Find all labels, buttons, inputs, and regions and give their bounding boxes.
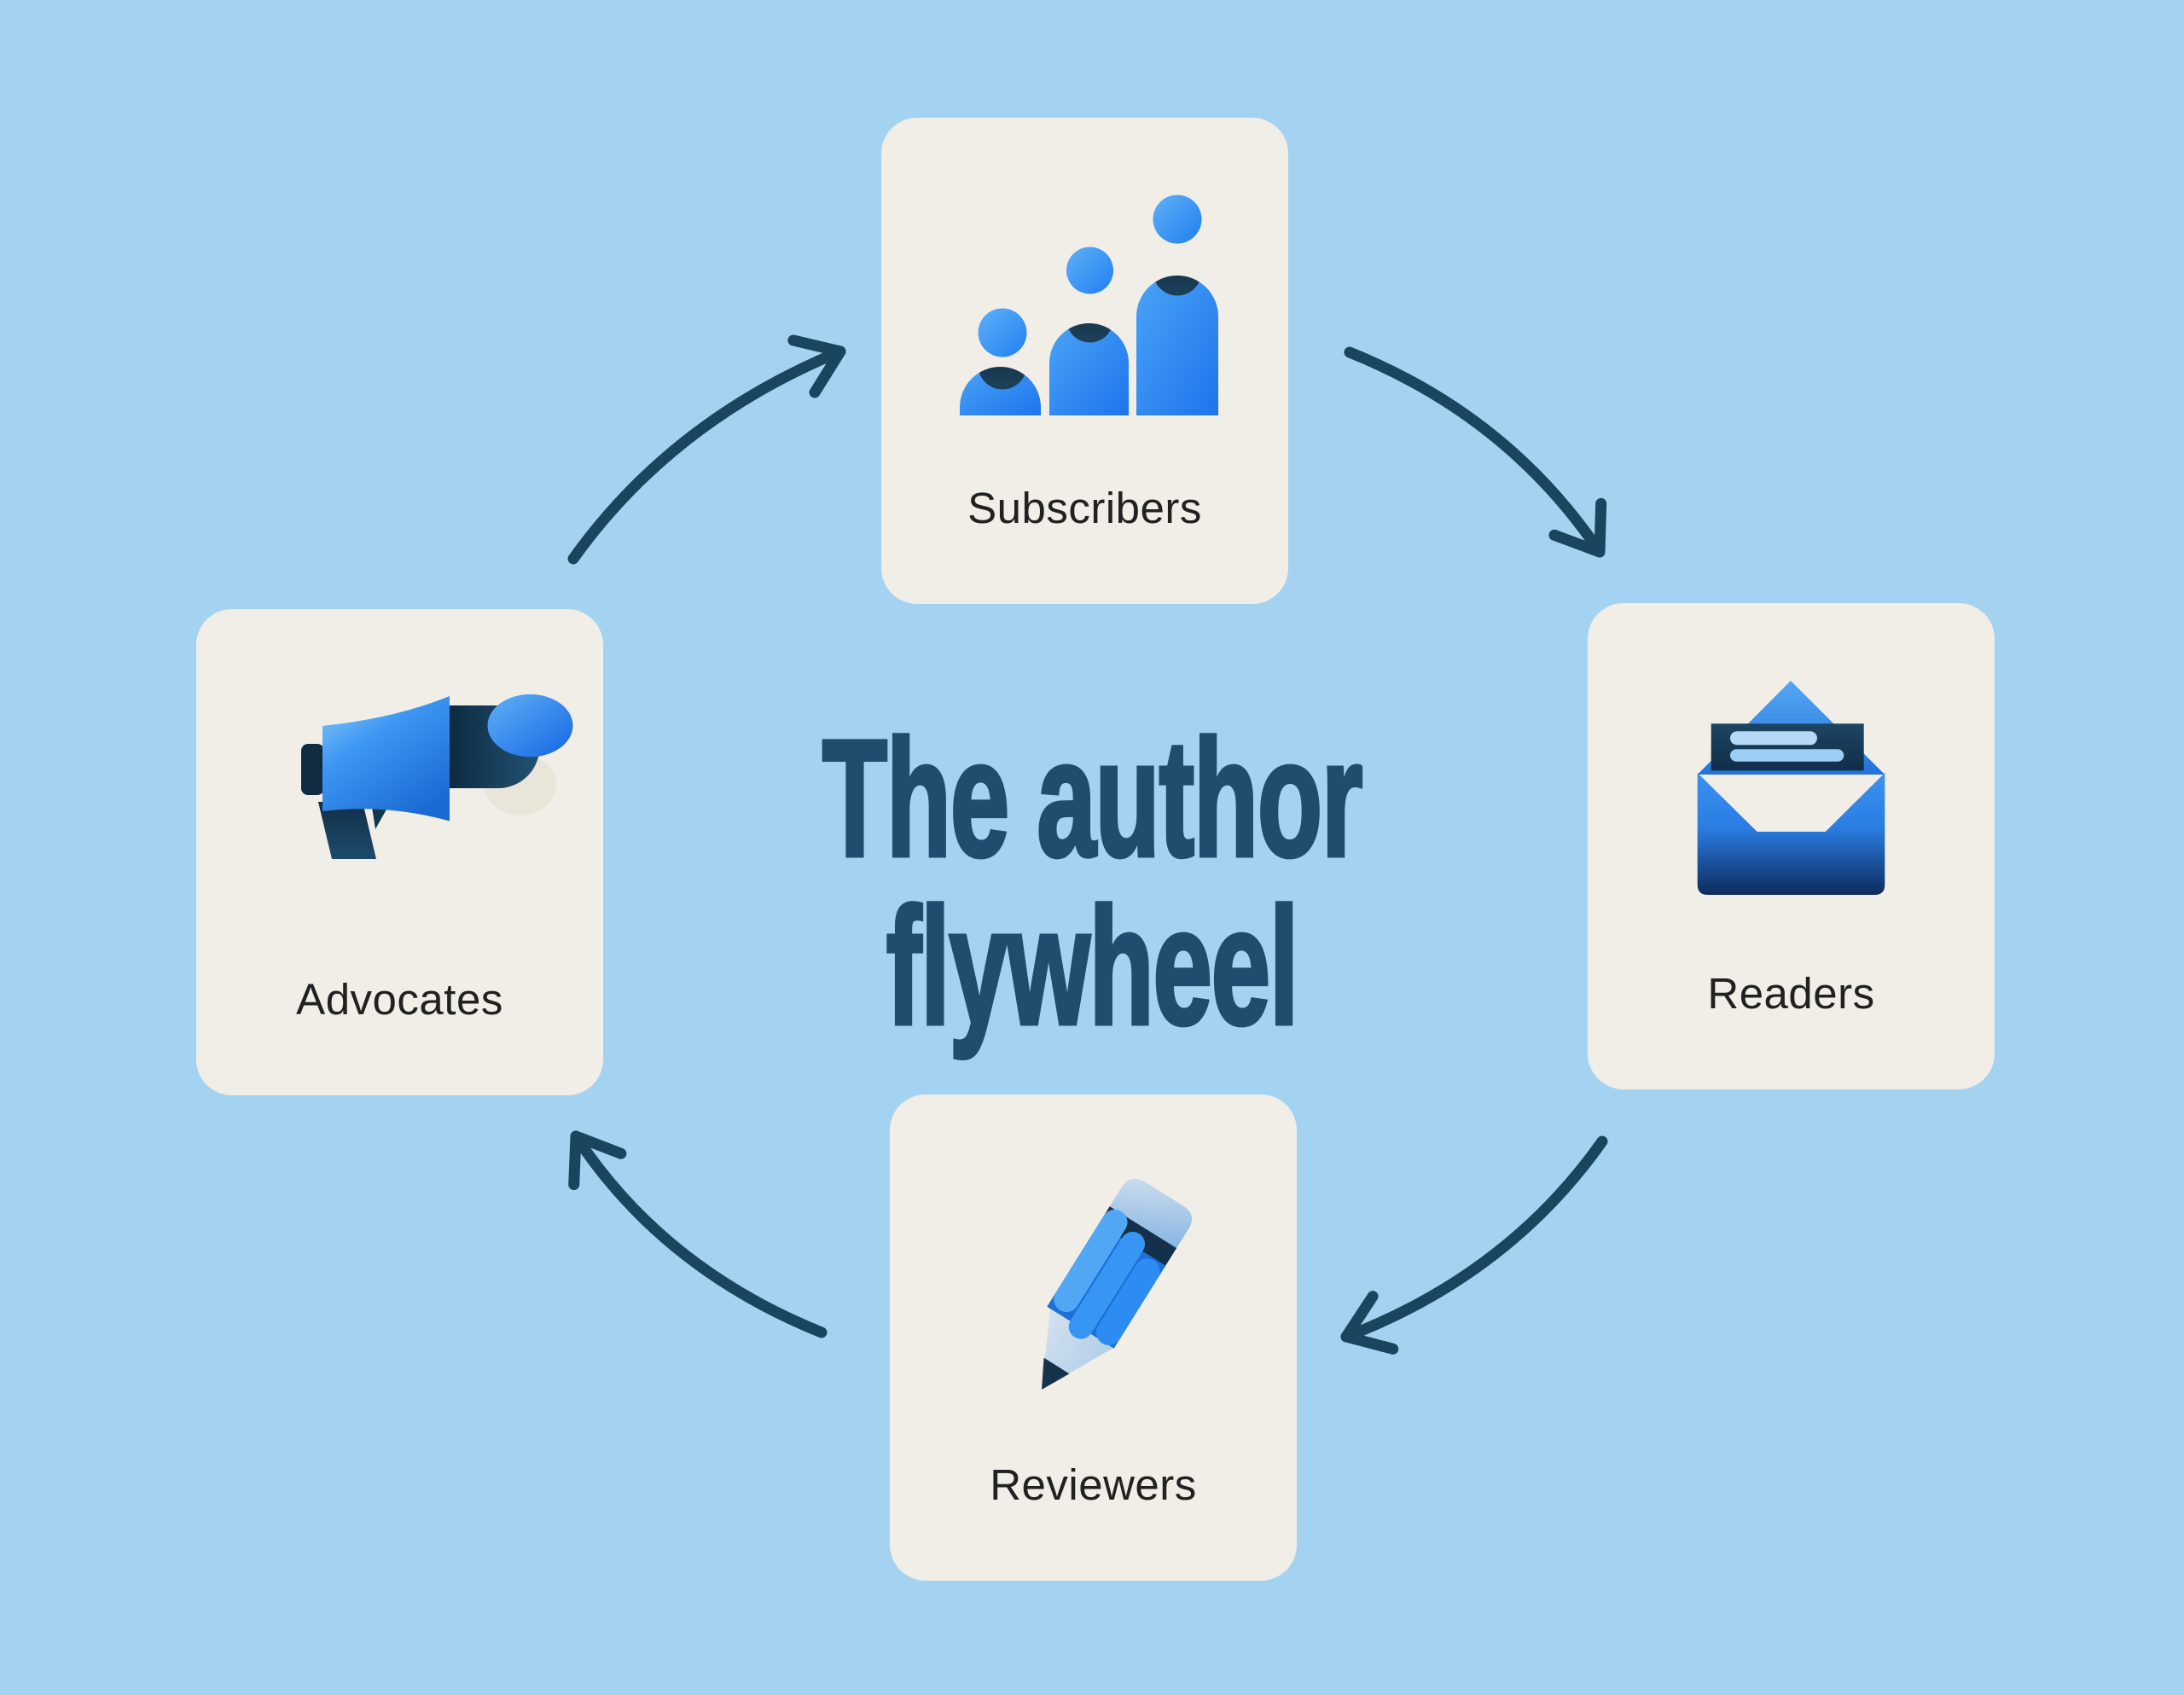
- pencil-eraser: [1107, 1178, 1193, 1251]
- arrow-reviewers-to-advocates: [568, 1130, 828, 1338]
- arrow-readers-to-reviewers: [1340, 1135, 1608, 1355]
- card-readers: Readers: [1588, 603, 1995, 1089]
- sound-ball: [487, 694, 573, 758]
- letter-header: [1711, 723, 1864, 771]
- pencil-icon: [1042, 1178, 1193, 1390]
- megaphone-mouthpiece: [301, 744, 324, 795]
- megaphone-bell: [322, 696, 450, 821]
- pencil-wood: [1042, 1300, 1115, 1390]
- card-label: Subscribers: [967, 484, 1202, 532]
- growing-people-icon: [960, 194, 1218, 415]
- card-label: Reviewers: [990, 1460, 1197, 1509]
- envelope-pocket: [1697, 773, 1885, 895]
- card-label: Readers: [1707, 969, 1875, 1018]
- card-reviewers: Reviewers: [890, 1094, 1297, 1581]
- card-advocates: Advocates: [196, 609, 603, 1095]
- letter-text-line-2: [1730, 749, 1844, 762]
- arrow-advocates-to-subscribers: [567, 334, 846, 565]
- pencil-lead: [1042, 1357, 1070, 1390]
- title-line-1: The author: [821, 705, 1364, 891]
- megaphone-icon: [301, 694, 573, 859]
- title-line-2: flywheel: [885, 874, 1300, 1059]
- letter-text-line-1: [1730, 731, 1817, 746]
- open-envelope-icon: [1697, 681, 1885, 895]
- page-title: The author flywheel: [393, 705, 1791, 1059]
- megaphone-handle: [318, 802, 376, 859]
- card-label: Advocates: [296, 975, 503, 1024]
- arrow-subscribers-to-readers: [1344, 346, 1607, 558]
- card-subscribers: Subscribers: [881, 118, 1288, 604]
